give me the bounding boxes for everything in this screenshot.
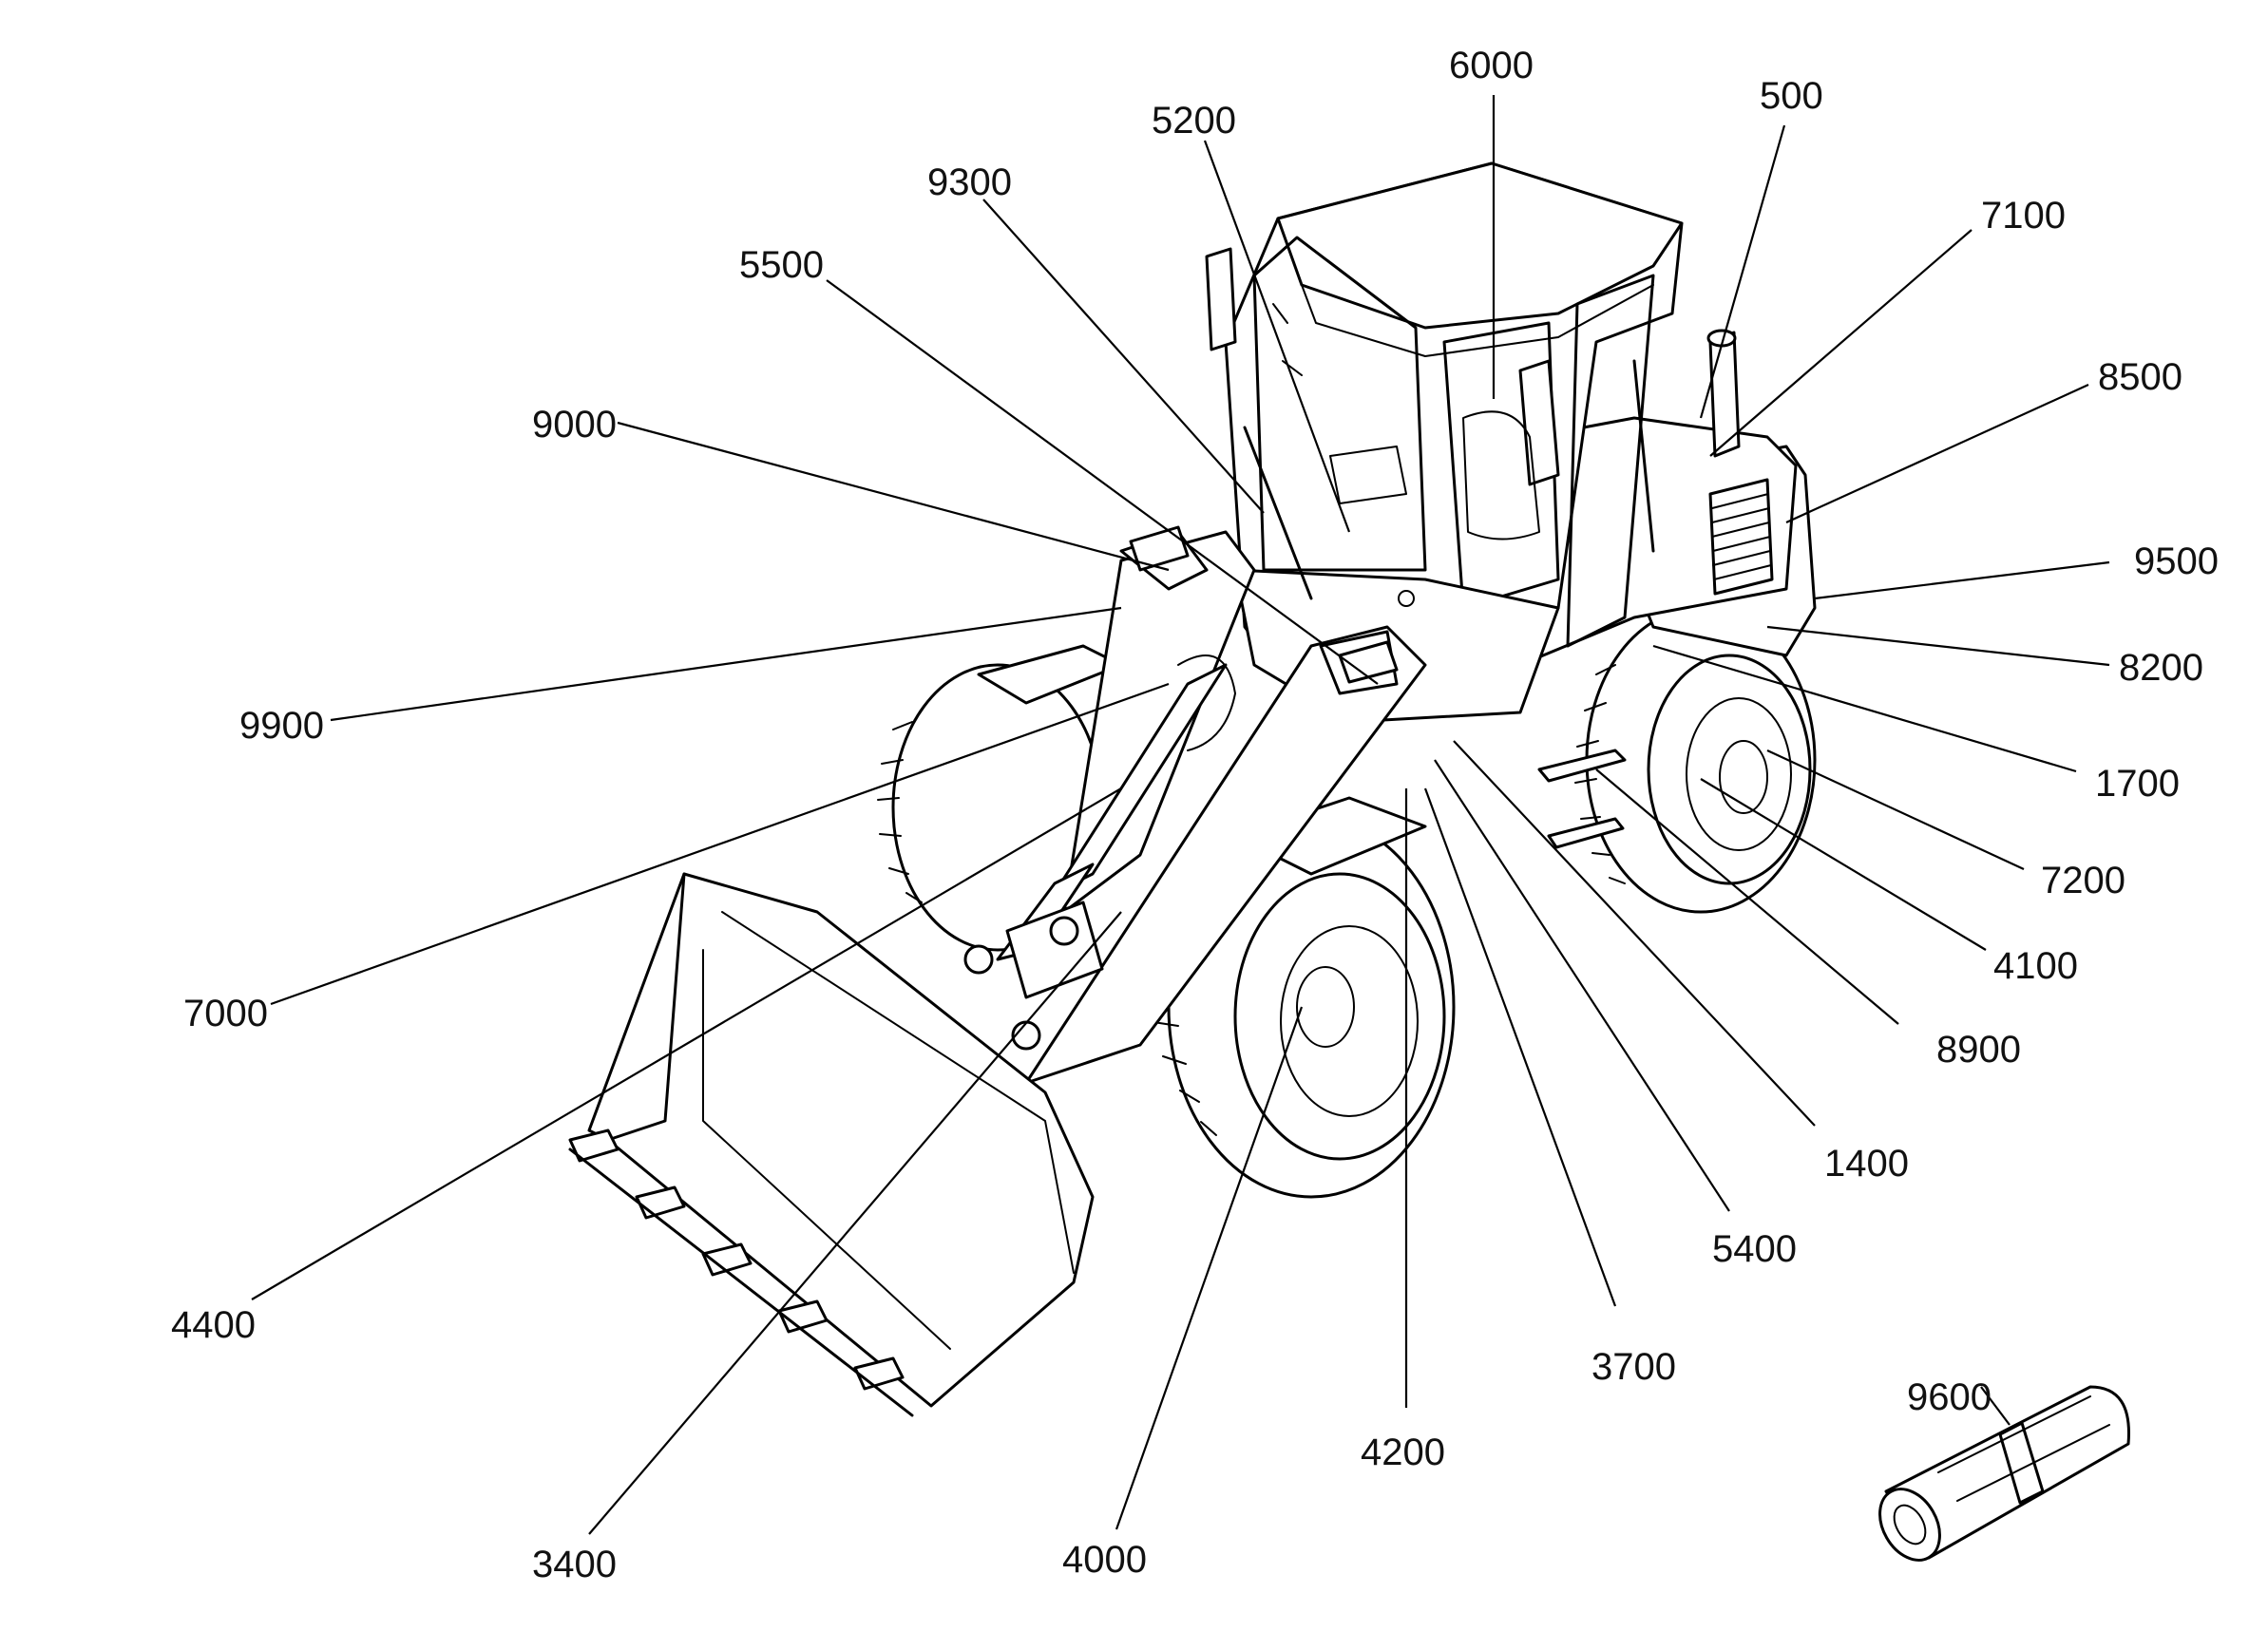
part-label-4000: 4000 <box>1062 1539 1147 1581</box>
rear-wheel <box>1574 606 1817 914</box>
part-label-5500: 5500 <box>739 244 824 286</box>
lift-arms <box>963 525 1427 1085</box>
part-label-7000: 7000 <box>183 993 268 1034</box>
part-label-9600: 9600 <box>1907 1376 1992 1418</box>
part-label-1700: 1700 <box>2095 763 2180 805</box>
part-label-5200: 5200 <box>1152 100 1236 142</box>
wheel-loader-illustration <box>568 161 1817 1417</box>
part-label-1400: 1400 <box>1824 1143 1909 1185</box>
part-labels: 6000 500 5200 9300 7100 5500 8500 9000 9… <box>171 45 2219 1585</box>
bucket <box>568 872 1095 1417</box>
part-label-4200: 4200 <box>1361 1432 1445 1473</box>
part-label-7100: 7100 <box>1981 195 2066 237</box>
part-label-8900: 8900 <box>1936 1029 2021 1071</box>
part-label-8200: 8200 <box>2119 647 2203 689</box>
part-label-9300: 9300 <box>927 161 1012 203</box>
part-label-500: 500 <box>1760 75 1823 117</box>
part-label-6000: 6000 <box>1449 45 1534 86</box>
part-label-8500: 8500 <box>2098 356 2182 398</box>
part-label-9000: 9000 <box>532 404 617 446</box>
part-label-9900: 9900 <box>239 705 324 747</box>
part-label-3400: 3400 <box>532 1544 617 1585</box>
part-label-9500: 9500 <box>2134 541 2219 582</box>
part-label-3700: 3700 <box>1591 1346 1676 1388</box>
front-left-wheel <box>877 663 1104 952</box>
part-label-4100: 4100 <box>1993 945 2078 987</box>
part-label-7200: 7200 <box>2041 860 2125 901</box>
part-label-4400: 4400 <box>171 1304 256 1346</box>
rolled-document-icon <box>1878 1385 2130 1562</box>
leader-lines <box>251 95 2110 1535</box>
part-label-5400: 5400 <box>1712 1228 1797 1270</box>
